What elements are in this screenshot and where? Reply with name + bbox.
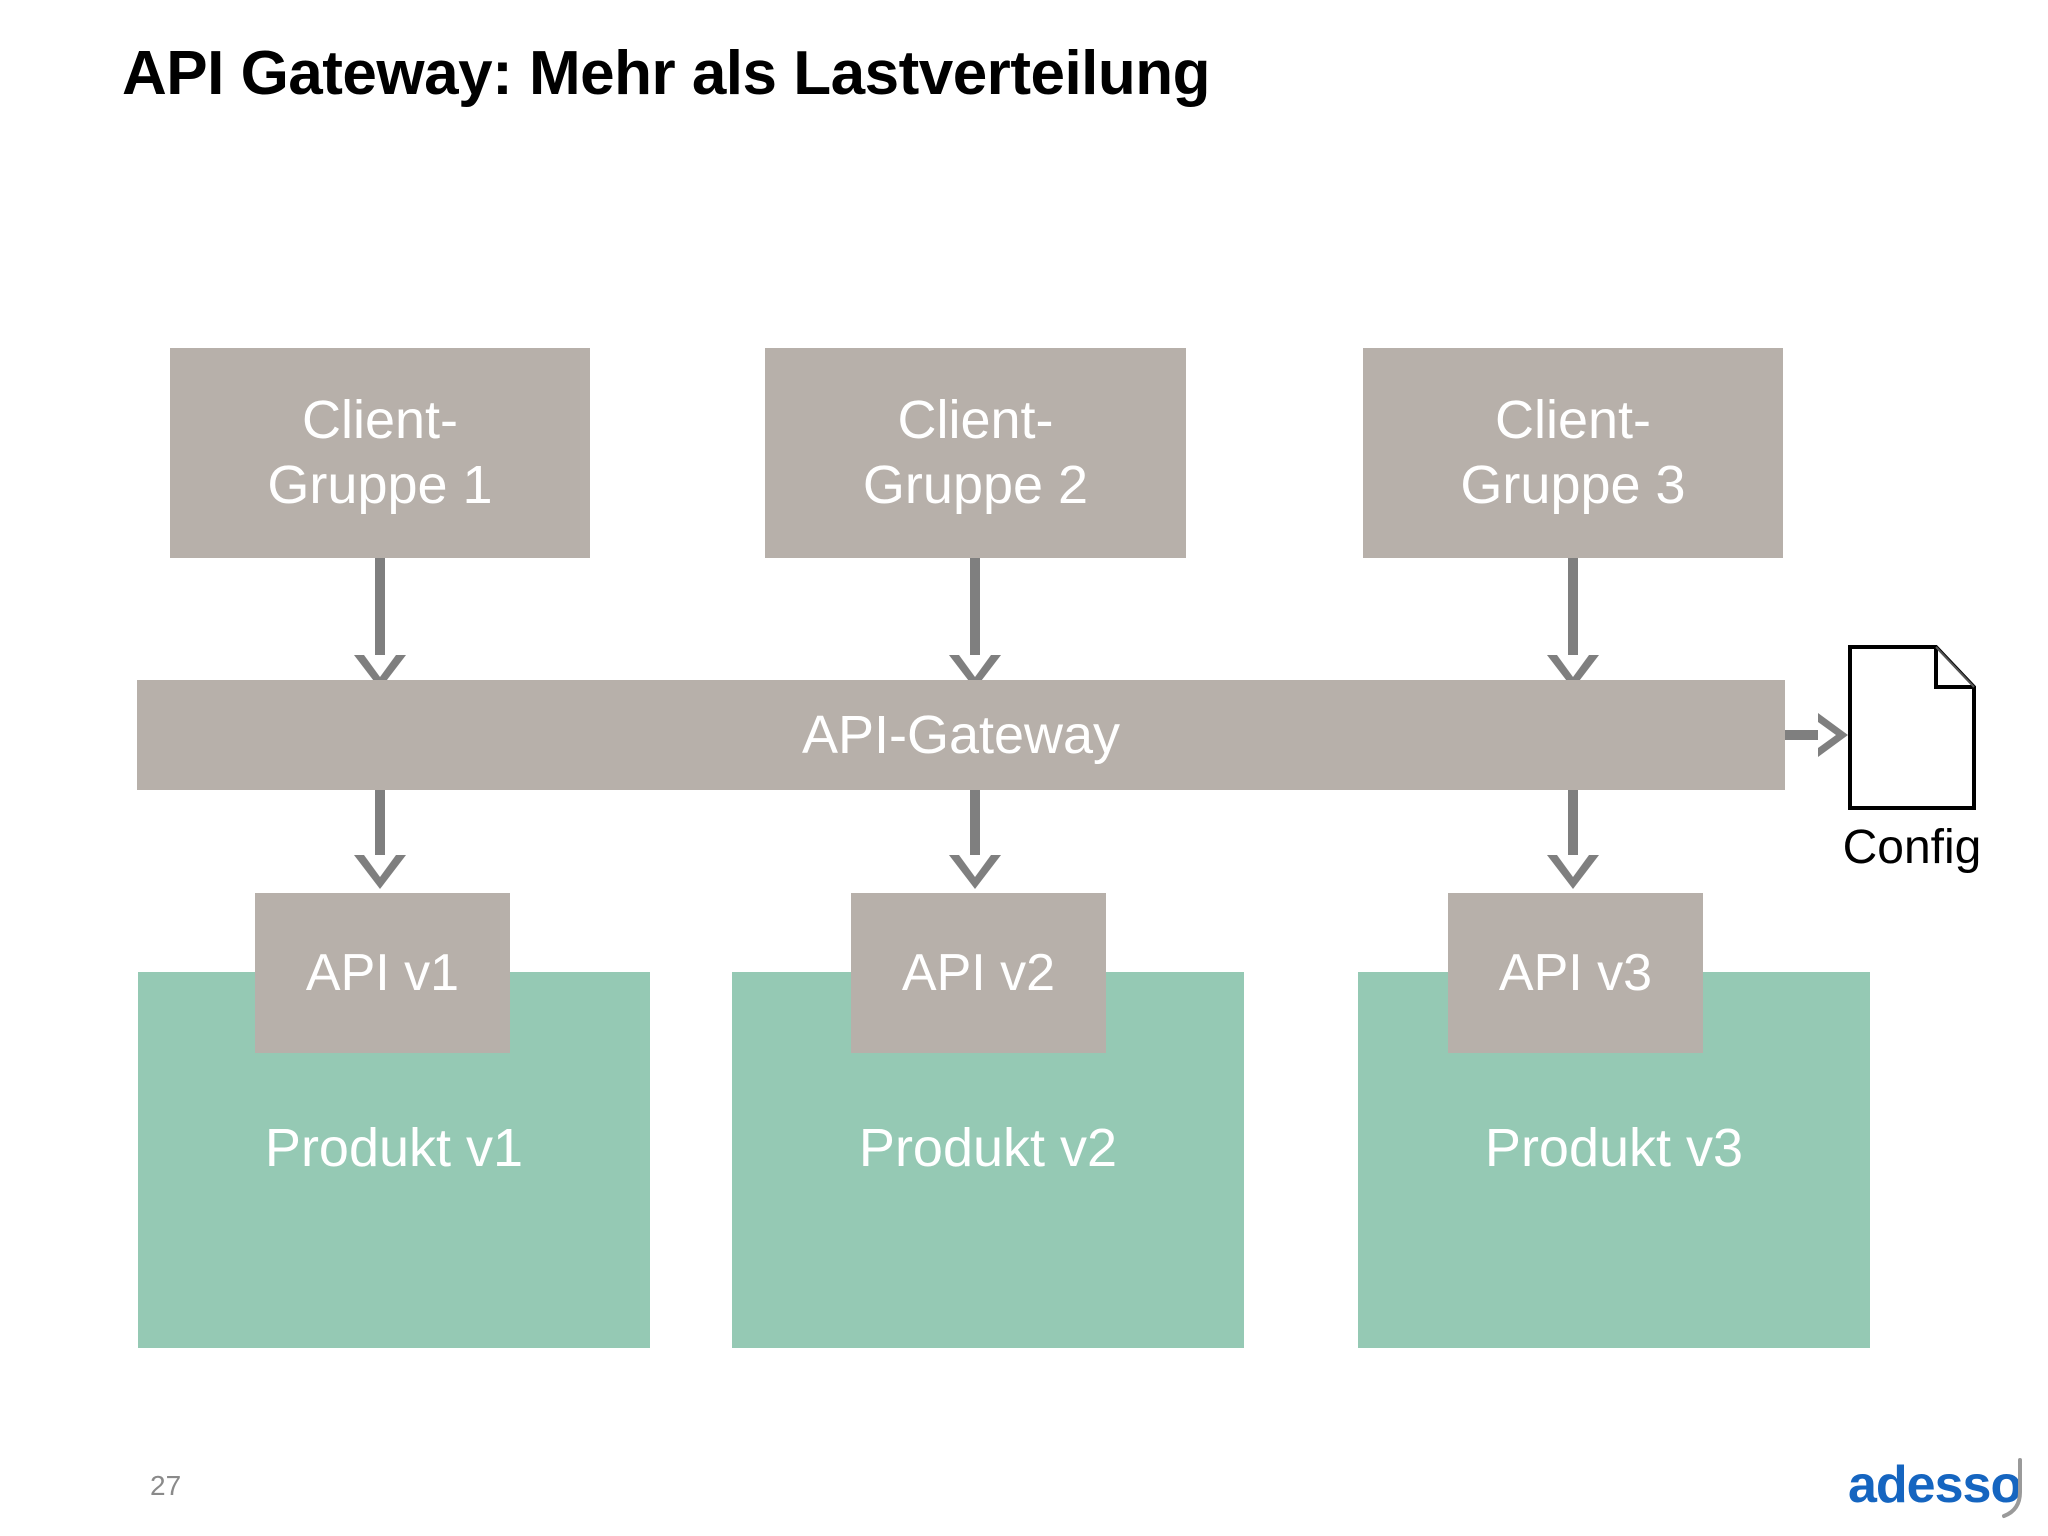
api-v2-label: API v2: [901, 944, 1056, 1002]
page-number: 27: [150, 1470, 182, 1501]
arrow-client2-to-gateway-notch: [959, 655, 991, 677]
arrow-gateway-to-api3-line: [1568, 790, 1578, 862]
arrow-client1-to-gateway-notch: [364, 655, 396, 677]
produkt-v1-box[interactable]: Produkt v1: [138, 972, 650, 1348]
adesso-logo: adesso: [1848, 1452, 2038, 1524]
arrow-client3-to-gateway-line: [1568, 558, 1578, 666]
client-group-2-line1: Client-: [897, 390, 1054, 451]
client-group-3-box[interactable]: Client- Gruppe 3: [1363, 348, 1783, 558]
config-label: Config: [1842, 821, 1982, 874]
api-v3-label: API v3: [1498, 944, 1653, 1002]
arrow-gateway-to-api2-notch: [959, 855, 991, 877]
arrow-client1-to-gateway-line: [375, 558, 385, 666]
client-group-1-box[interactable]: Client- Gruppe 1: [170, 348, 590, 558]
client-group-1-line2: Gruppe 1: [267, 455, 493, 515]
arrow-client3-to-gateway-notch: [1557, 655, 1589, 677]
client-group-1-line1: Client-: [301, 390, 459, 451]
client-group-2-box[interactable]: Client- Gruppe 2: [765, 348, 1186, 558]
config-document-icon[interactable]: [1848, 645, 1976, 810]
client-group-3-line1: Client-: [1494, 390, 1652, 451]
api-v3-box[interactable]: API v3: [1448, 893, 1703, 1053]
arrow-gateway-to-api2-line: [970, 790, 980, 862]
arrow-client2-to-gateway-line: [970, 558, 980, 666]
api-v1-label: API v1: [305, 944, 460, 1002]
api-v1-box[interactable]: API v1: [255, 893, 510, 1053]
arrow-gateway-to-api3-notch: [1557, 855, 1589, 877]
produkt-v1-label: Produkt v1: [264, 1118, 524, 1178]
arrow-gateway-to-api1-notch: [364, 855, 396, 877]
svg-text:adesso: adesso: [1848, 1456, 2021, 1514]
client-group-3-line2: Gruppe 3: [1460, 455, 1686, 515]
api-gateway-label: API-Gateway: [801, 705, 1121, 765]
arrow-gateway-to-api1-line: [375, 790, 385, 862]
page-title: API Gateway: Mehr als Lastverteilung: [122, 39, 1211, 108]
produkt-v2-label: Produkt v2: [858, 1118, 1118, 1178]
api-gateway-bar[interactable]: API-Gateway: [137, 680, 1785, 790]
arrow-gateway-to-config-line: [1785, 730, 1833, 740]
api-v2-box[interactable]: API v2: [851, 893, 1106, 1053]
produkt-v3-label: Produkt v3: [1484, 1118, 1744, 1178]
client-group-2-line2: Gruppe 2: [862, 455, 1089, 515]
arrow-gateway-to-config-notch: [1818, 722, 1836, 748]
